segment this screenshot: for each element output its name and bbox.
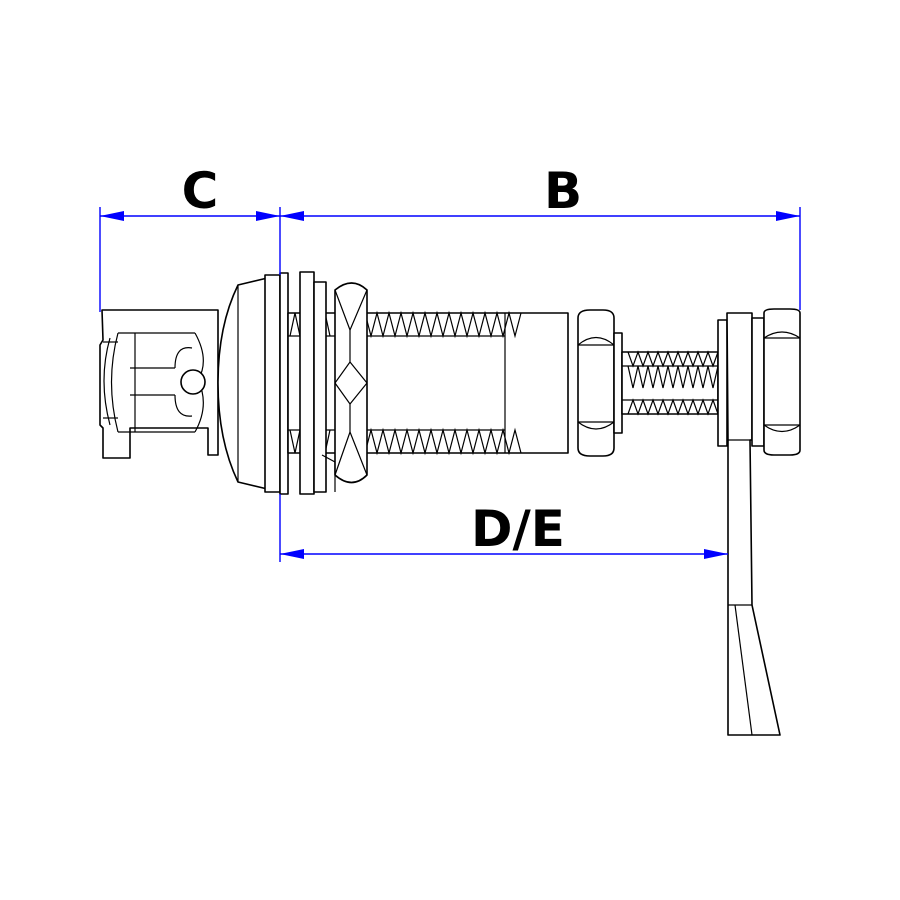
arrowhead-icon bbox=[704, 549, 728, 559]
latch-cup-head bbox=[99, 309, 219, 459]
spring-washer bbox=[299, 271, 336, 495]
barrel-hex-nut bbox=[577, 309, 615, 457]
spring-rod bbox=[613, 332, 719, 434]
arrowhead-icon bbox=[256, 211, 280, 221]
end-hex-nut bbox=[751, 308, 801, 456]
arrowhead-icon bbox=[280, 549, 304, 559]
dimension-label-b: B bbox=[544, 162, 582, 220]
mounting-nut bbox=[334, 282, 368, 484]
arrowhead-icon bbox=[280, 211, 304, 221]
dimension-de: D/E bbox=[279, 494, 728, 562]
dimension-b: B bbox=[280, 162, 801, 310]
arrowhead-icon bbox=[100, 211, 124, 221]
dimension-label-c: C bbox=[182, 162, 219, 220]
dimension-label-de: D/E bbox=[471, 500, 565, 558]
arrowhead-icon bbox=[776, 211, 800, 221]
threaded-barrel bbox=[287, 310, 569, 456]
bezel-flange bbox=[217, 272, 289, 495]
dimension-c: C bbox=[99, 162, 281, 312]
pin-icon bbox=[180, 369, 206, 395]
